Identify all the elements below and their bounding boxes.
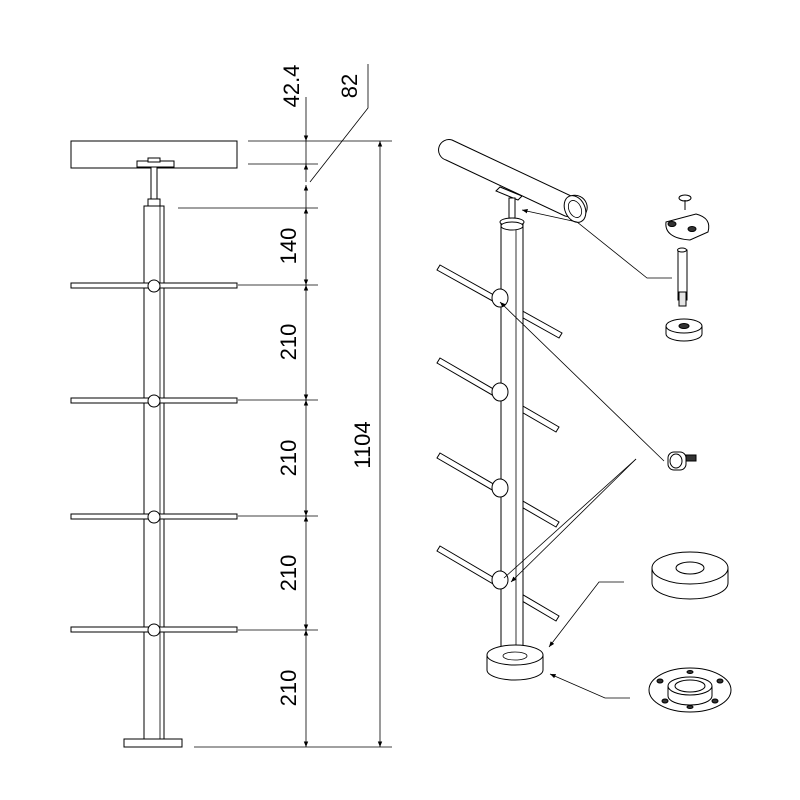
dim-label-42-4: 42.4: [279, 65, 304, 108]
dim-label-210-4: 210: [276, 670, 301, 707]
exploded-parts: [648, 194, 732, 713]
bar-connector: [147, 510, 161, 524]
saddle-stem: [150, 166, 158, 203]
dim-label-140: 140: [276, 228, 301, 265]
saddle-plate-part: [665, 213, 710, 241]
infill-bar-1: [70, 279, 238, 293]
dim-label-210-3: 210: [276, 555, 301, 592]
iso-saddle: [495, 186, 523, 201]
elevation-view: [70, 140, 238, 748]
dim-label-82: 82: [337, 74, 362, 98]
base-plate: [123, 738, 183, 748]
saddle-stem-part: [677, 247, 688, 307]
iso-handrail: [438, 139, 588, 223]
iso-base: [486, 644, 544, 681]
infill-bar-4: [70, 623, 238, 637]
infill-bar-3: [70, 510, 238, 524]
isometric-view: [436, 139, 588, 681]
iso-infill-bars: [436, 264, 563, 622]
cover-rosette-part: [651, 551, 729, 600]
cross-connector-part: [667, 451, 697, 471]
saddle-screw-part: [678, 194, 692, 210]
base-flange-part: [648, 667, 732, 713]
saddle-screw: [147, 157, 161, 163]
bar-connector: [147, 394, 161, 408]
bar-connector: [147, 623, 161, 637]
iso-post: [500, 223, 524, 661]
dimension-lines: [178, 64, 392, 748]
bar-connector: [147, 279, 161, 293]
post-cap-part: [665, 318, 703, 342]
dim-label-210-2: 210: [276, 440, 301, 477]
dim-label-210-1: 210: [276, 324, 301, 361]
iso-saddle-stem: [508, 197, 516, 219]
dim-label-1104: 1104: [350, 421, 375, 468]
iso-connectors: [491, 288, 509, 590]
infill-bar-2: [70, 394, 238, 408]
leader-lines: [499, 209, 672, 699]
dimension-labels: 42.4 82 140 210 210 210 210 1104: [276, 65, 375, 707]
